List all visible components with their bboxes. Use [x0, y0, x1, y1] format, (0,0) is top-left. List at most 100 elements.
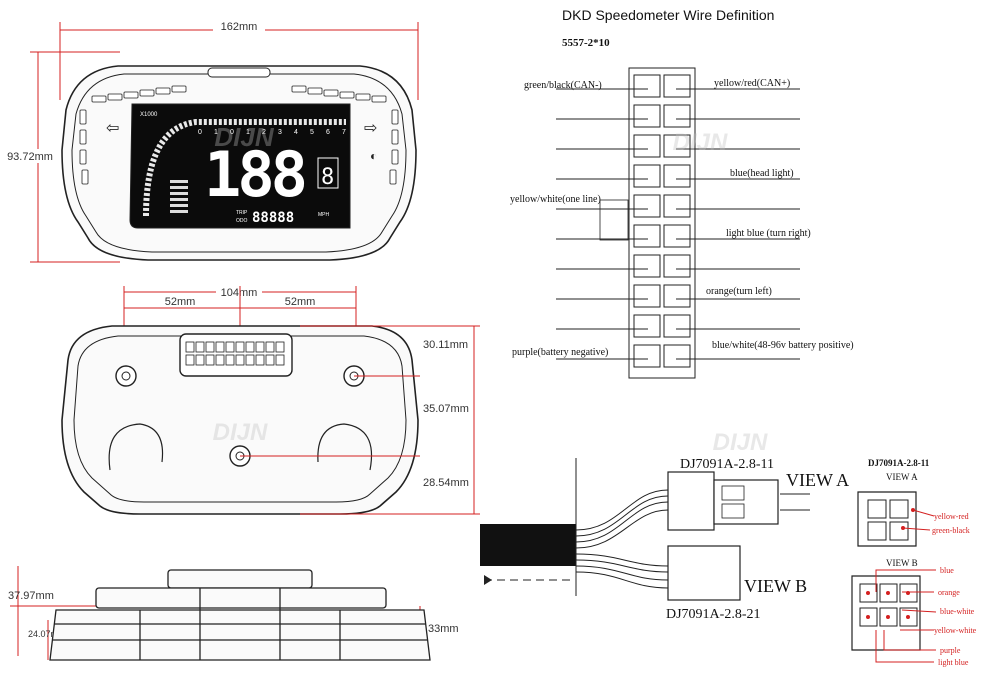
connector-cell	[663, 284, 691, 308]
lcd-panel	[129, 103, 351, 229]
rpm-tick-label: 6	[326, 129, 330, 136]
detail-b: VIEW B blue orange blue-white yellow-whi…	[851, 558, 977, 667]
cable-sheath	[480, 524, 576, 566]
lcd-speed-digits: 188	[204, 138, 305, 211]
harness: DJ7091A-2.8-11 VIEW A VIEW B DJ7091A-2.8…	[480, 429, 849, 622]
connector-cell	[633, 344, 661, 368]
rpm-tick-label: 2	[262, 129, 266, 136]
rpm-tick-label: 3	[278, 129, 282, 136]
detail-a-title: DJ7091A-2.8-11	[868, 458, 930, 468]
arrow-icon	[484, 575, 492, 585]
connector-pin	[275, 341, 285, 353]
wire-label-blue-white: blue/white(48-96v battery positive)	[712, 340, 854, 351]
rpm-tick-label: 1	[214, 129, 218, 136]
rpm-tick-label: 5	[310, 129, 314, 136]
connector-cell	[663, 344, 691, 368]
connector-cell	[633, 284, 661, 308]
rpm-tick-label: 0	[230, 129, 234, 136]
connector-cell	[633, 74, 661, 98]
connector-cell	[663, 254, 691, 278]
watermark: DIJN	[214, 122, 274, 152]
detail-b-label-yellow-white: yellow-white	[934, 626, 977, 635]
connector-pin	[255, 341, 265, 353]
wire-label-yellow-red: yellow/red(CAN+)	[714, 78, 790, 89]
connector-cell	[663, 314, 691, 338]
detail-a-label-green-black: green-black	[932, 526, 970, 535]
connector-pin	[225, 341, 235, 353]
connector-a-label: DJ7091A-2.8-11	[680, 457, 774, 472]
side-indicator-lights	[79, 109, 399, 185]
rpm-tick-label: 0	[198, 129, 202, 136]
connector-cell	[663, 164, 691, 188]
connector-pin	[255, 354, 265, 366]
connector-pins	[185, 341, 285, 366]
connector-a-pin	[721, 503, 745, 519]
meter-bezel	[71, 73, 407, 253]
connector-pin	[245, 354, 255, 366]
watermark: DIJN	[213, 419, 268, 446]
rpm-tick-label: 7	[342, 129, 346, 136]
connector-pin	[205, 341, 215, 353]
dim-24-07: 24.07mm	[28, 629, 66, 639]
dim-label-bg	[213, 19, 265, 33]
dim-28-54: 28.54mm	[423, 477, 469, 489]
dim-30-11: 30.11mm	[423, 339, 468, 351]
connector-cell	[633, 134, 661, 158]
connector-a-pin	[721, 485, 745, 501]
detail-a-cell	[867, 499, 887, 519]
right-turn-arrow-icon: ⇨	[364, 120, 377, 137]
connector-pin	[215, 354, 225, 366]
rpm-tick-label: 4	[294, 129, 298, 136]
detail-b-pin-dot	[886, 591, 890, 595]
dim-label-bg	[2, 149, 58, 163]
detail-b-pin-dot	[886, 615, 890, 619]
lcd-odometer: 88888	[252, 210, 294, 226]
detail-b-label-purple: purple	[940, 646, 961, 655]
wire-label-orange: orange(turn left)	[706, 286, 772, 297]
detail-b-view: VIEW B	[886, 558, 918, 568]
wire-definition: DKD Speedometer Wire Definition 5557-2*1…	[510, 7, 854, 379]
rpm-label: X1000	[140, 112, 158, 118]
diagram-title: DKD Speedometer Wire Definition	[562, 7, 774, 23]
back-housing	[61, 325, 419, 515]
wire-label-blue: blue(head light)	[730, 168, 794, 179]
connector-cells	[633, 74, 691, 368]
dim-half-right: 52mm	[285, 296, 316, 308]
wire-label-light-blue: light blue (turn right)	[726, 228, 811, 239]
detail-b-leaders	[875, 569, 937, 663]
connector-pin	[235, 354, 245, 366]
gear-box	[317, 157, 339, 189]
back-inner-rim	[73, 335, 407, 503]
dim-33: 33mm	[428, 623, 459, 635]
headlight-icon: ◐	[370, 149, 377, 163]
detail-a-cell	[889, 521, 909, 541]
connector-pin	[275, 354, 285, 366]
connector-cell	[633, 104, 661, 128]
view-b-label: VIEW B	[744, 576, 807, 596]
detail-b-label-light-blue: light blue	[938, 658, 969, 667]
left-port	[108, 423, 164, 471]
connector-b-housing	[667, 545, 741, 601]
dim-width-back: 104mm	[221, 287, 258, 299]
wire-label-yellow-white: yellow/white(one line)	[510, 194, 601, 205]
side-view: 37.97mm 24.07mm 33mm	[8, 566, 459, 661]
connector-pin	[195, 354, 205, 366]
connector-pin	[265, 341, 275, 353]
detail-a-leader	[912, 509, 935, 517]
led-bar-row	[91, 85, 387, 103]
detail-b-cells	[859, 583, 918, 627]
lcd-unit: MPH	[318, 212, 330, 218]
connector-cell	[633, 224, 661, 248]
detail-a-cell	[867, 521, 887, 541]
front-view: 162mm 93.72mm ⇦ ⇨ ◐	[2, 19, 419, 263]
dim-width-top: 162mm	[221, 21, 258, 33]
connector-cell	[663, 194, 691, 218]
wire-label-green-black: green/black(CAN-)	[524, 80, 602, 91]
one-line-jumper	[599, 199, 629, 241]
detail-b-pin-dot	[866, 615, 870, 619]
detail-a-label-yellow-red: yellow-red	[934, 512, 969, 521]
connector-cell	[633, 254, 661, 278]
connector-pin	[185, 354, 195, 366]
